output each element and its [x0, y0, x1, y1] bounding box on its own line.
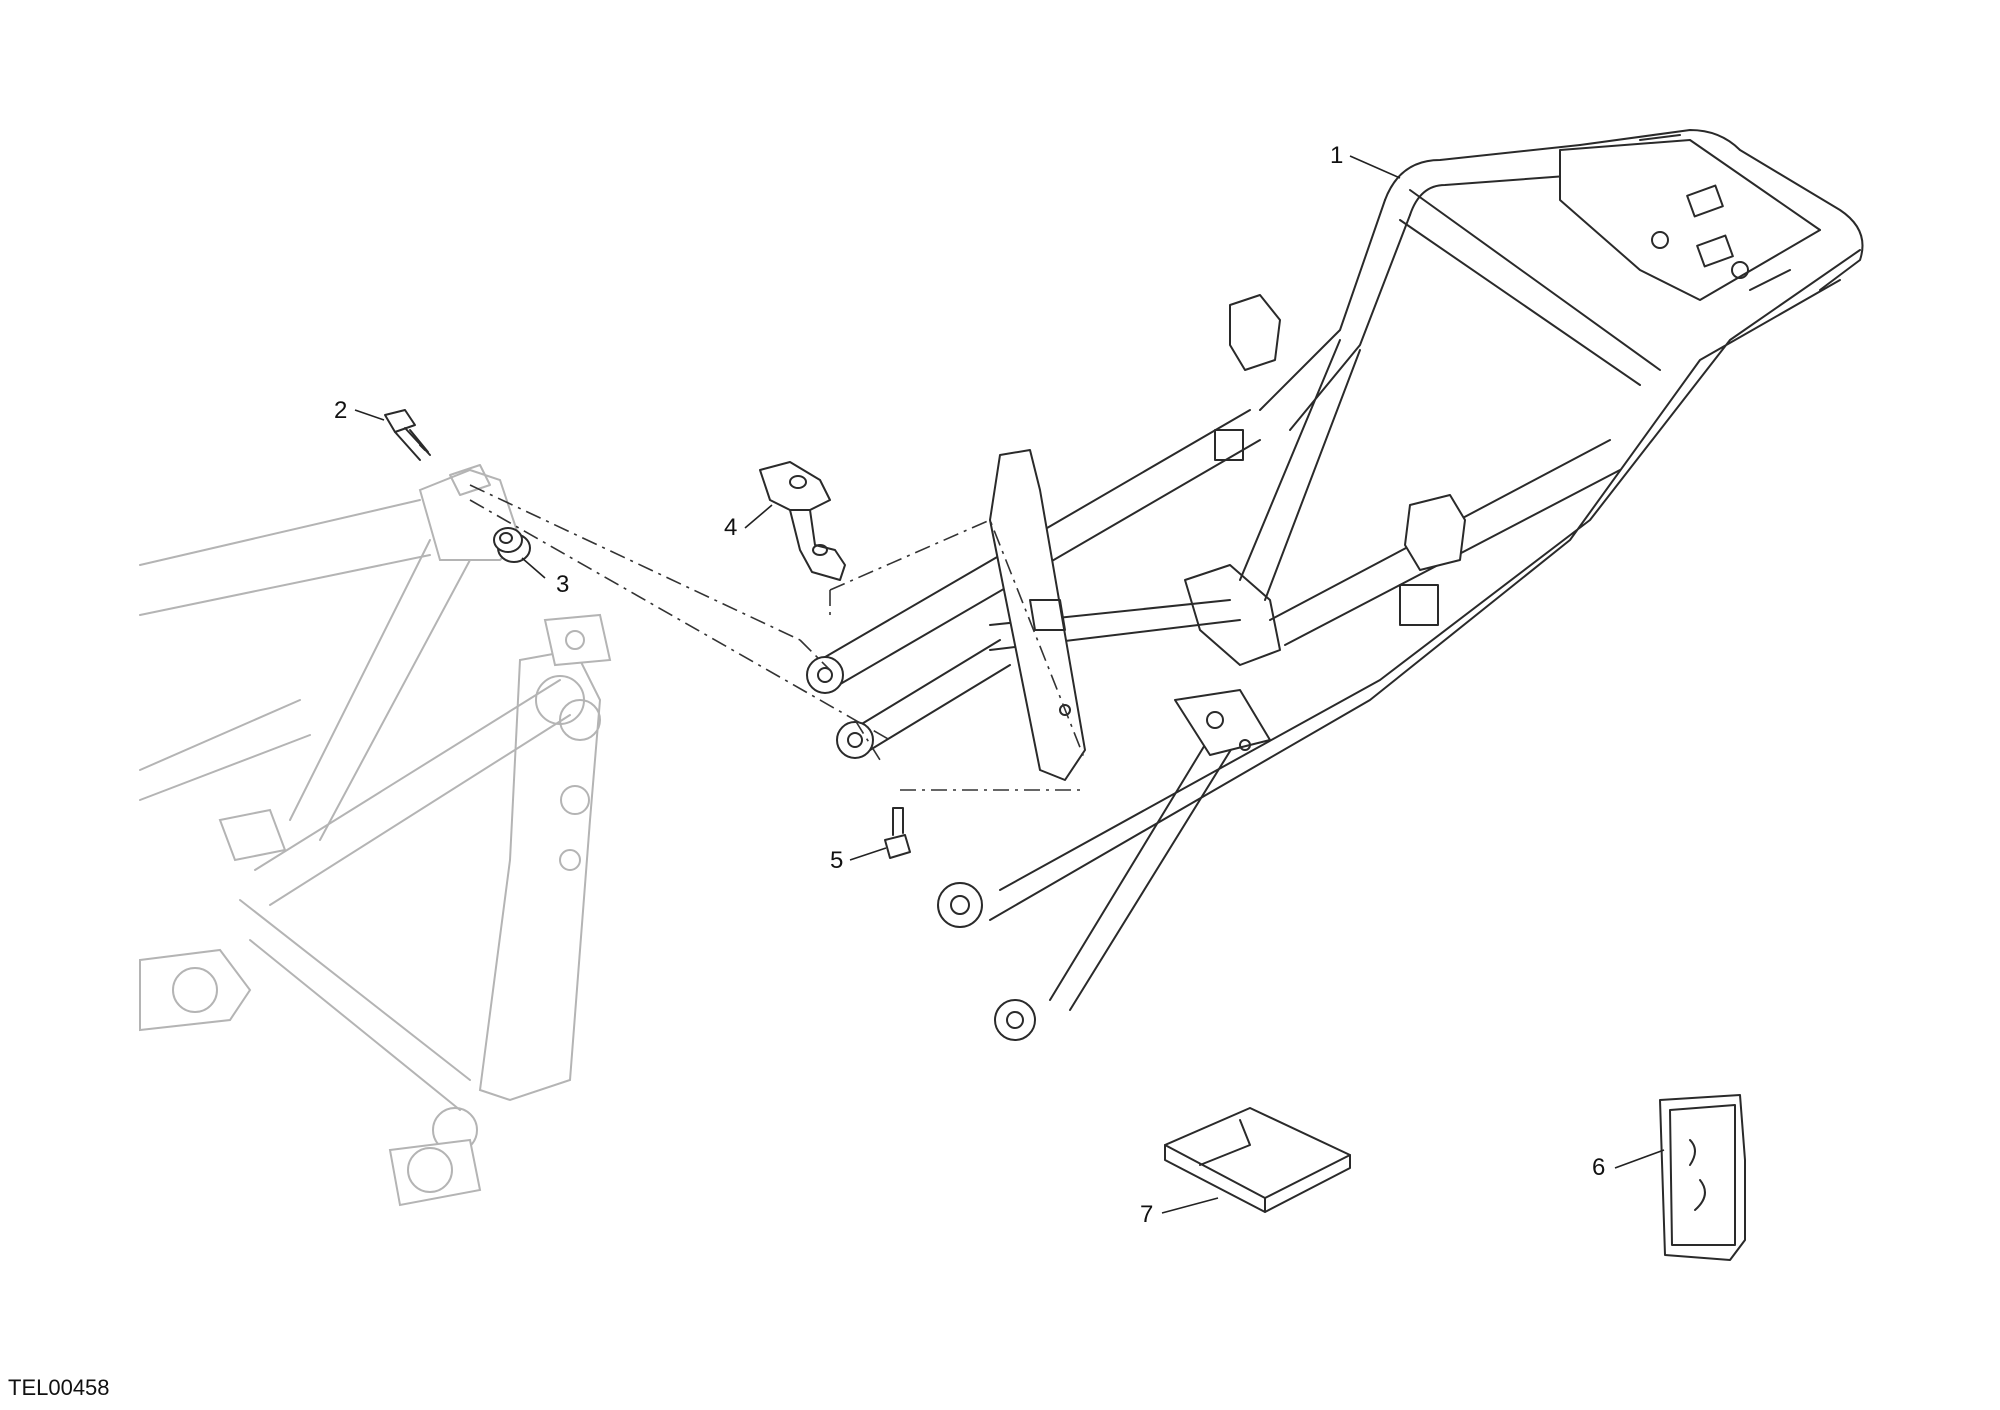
callout-7: 7 [1140, 1201, 1153, 1228]
callout-2: 2 [334, 397, 347, 424]
callouts: 1 2 3 4 5 6 7 [334, 142, 1605, 1228]
callout-4: 4 [724, 514, 737, 541]
callout-5: 5 [830, 847, 843, 874]
leader-lines [354, 155, 1665, 1214]
callout-3: 3 [556, 571, 569, 598]
callout-6: 6 [1592, 1154, 1605, 1181]
screw-part-5 [884, 807, 911, 859]
main-frame-ghost [139, 464, 612, 1207]
pouch-part-6 [1659, 1094, 1746, 1261]
drawing-code: TEL00458 [8, 1375, 110, 1400]
spacer-part-3 [493, 527, 531, 563]
assembly-lines [469, 484, 1086, 791]
bolt-part-2 [384, 409, 431, 461]
bracket-part-4 [759, 461, 846, 581]
manual-part-7 [1164, 1107, 1351, 1213]
rear-subframe [806, 129, 1864, 1041]
callout-1: 1 [1330, 142, 1343, 169]
